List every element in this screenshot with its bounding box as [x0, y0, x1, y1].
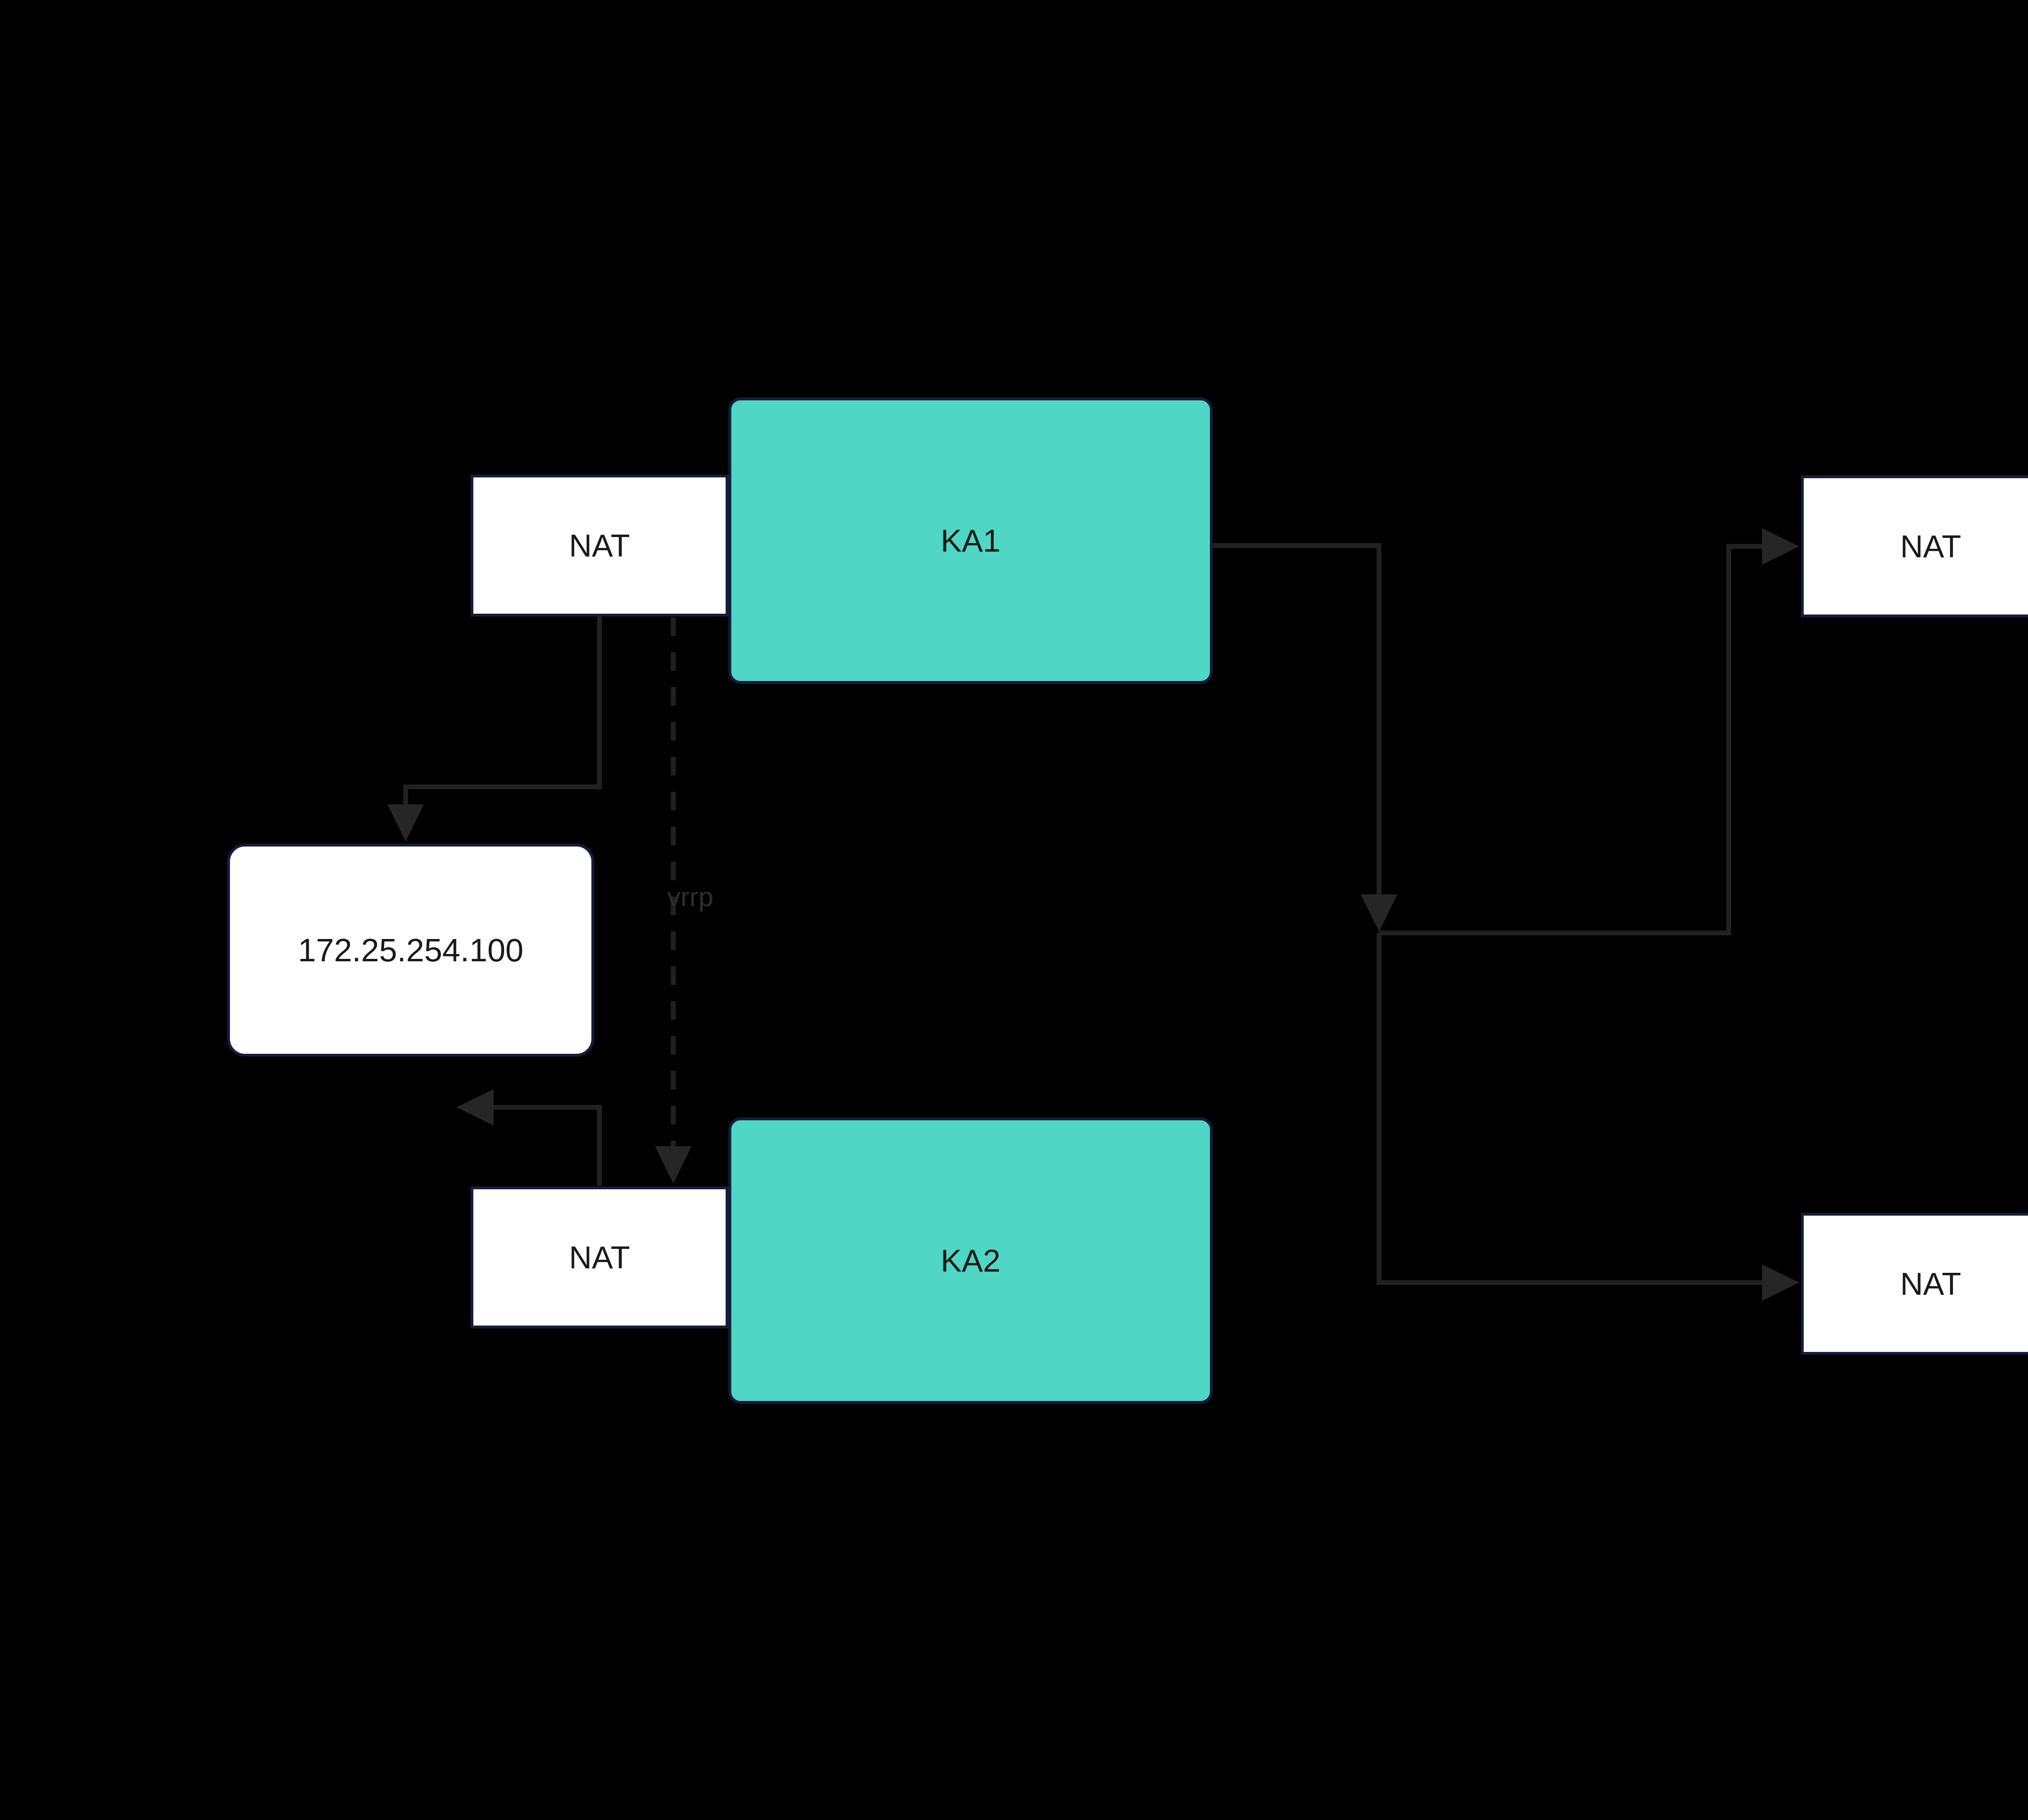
arrowhead-down-junction — [1361, 894, 1397, 932]
edge-label-vrrp: vrrp — [667, 882, 713, 912]
node-nat-ka1-label: NAT — [569, 527, 630, 563]
node-vip-address: 172.25.254.100 — [227, 844, 594, 1057]
edge-ka1-junction — [1213, 543, 1381, 909]
edge-nat-ka2-vip — [479, 1105, 602, 1186]
node-nat-rs2: NAT — [1801, 1213, 2028, 1355]
node-nat-rs2-label: NAT — [1900, 1266, 1961, 1302]
node-vip-label: 172.25.254.100 — [298, 932, 524, 968]
node-ka2-label: KA2 — [941, 1242, 1001, 1279]
node-ka1: KA1 — [728, 398, 1213, 684]
arrowhead-left-vip — [456, 1089, 494, 1126]
arrowhead-down-vip — [387, 804, 424, 842]
edge-junction-nat-rs1 — [1379, 544, 1777, 935]
node-nat-ka2-label: NAT — [569, 1239, 630, 1275]
node-nat-ka1: NAT — [470, 475, 728, 617]
arrowhead-down-vrrp — [655, 1146, 692, 1184]
edge-nat-ka1-vip — [403, 617, 602, 819]
edge-junction-nat-rs2 — [1377, 933, 1777, 1285]
node-ka1-label: KA1 — [941, 522, 1001, 559]
node-nat-ka2: NAT — [470, 1186, 728, 1328]
arrowhead-right-nat-rs1 — [1762, 528, 1799, 565]
node-ka2: KA2 — [728, 1117, 1213, 1404]
arrowhead-right-nat-rs2 — [1762, 1264, 1799, 1301]
node-nat-rs1-label: NAT — [1900, 528, 1961, 564]
node-nat-rs1: NAT — [1801, 475, 2028, 617]
